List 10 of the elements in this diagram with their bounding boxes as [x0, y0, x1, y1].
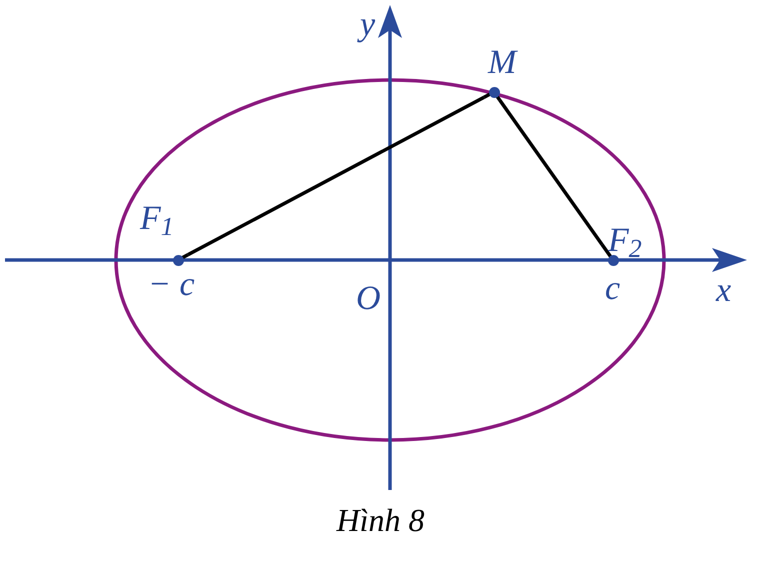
line-segment: [187, 96, 485, 256]
point-label: F$_{2}$: [608, 224, 642, 258]
coordinate-label: − c: [148, 268, 195, 302]
point-label: M: [488, 46, 516, 80]
axis-label: x: [716, 274, 732, 308]
figure-caption: Hình 8: [335, 502, 426, 539]
line-segment: [498, 98, 604, 246]
coordinate-label: c: [605, 272, 620, 306]
point-label: F$_{1}$: [140, 202, 174, 236]
origin-label: O: [356, 282, 381, 316]
